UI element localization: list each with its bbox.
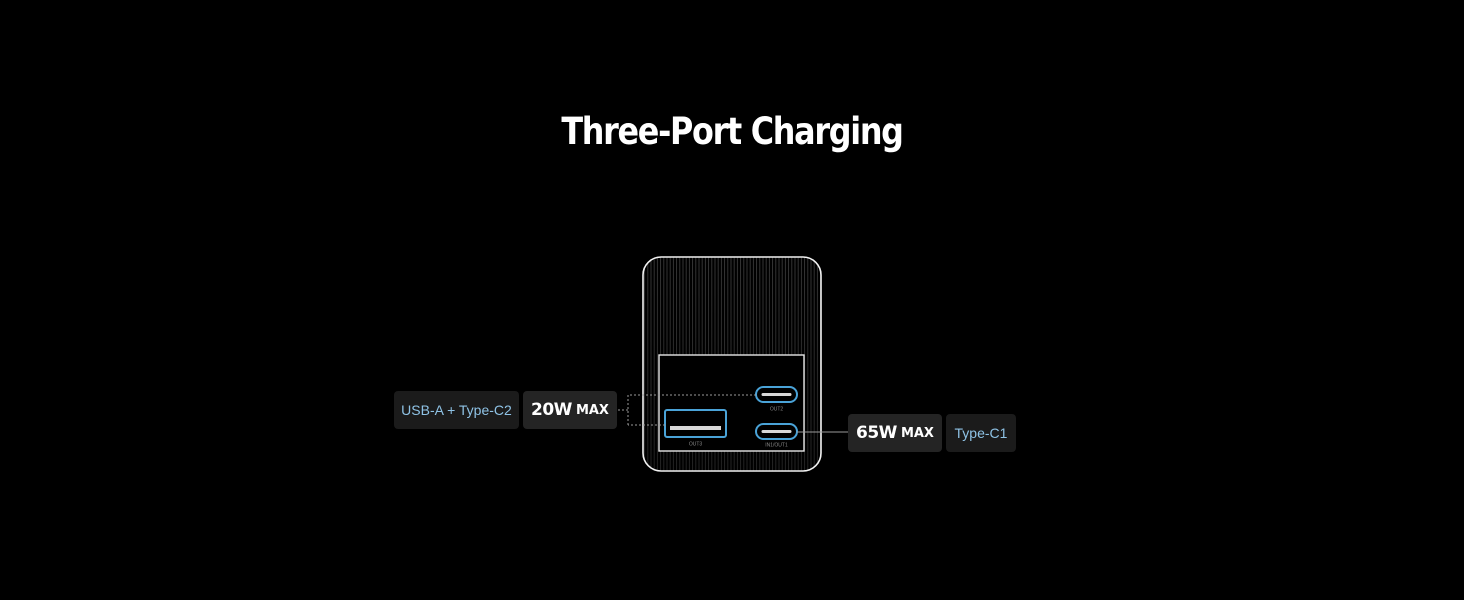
power-value: 65W xyxy=(856,423,897,443)
port-label-out3: OUT3 xyxy=(689,442,703,448)
power-suffix: MAX xyxy=(900,425,934,441)
port-type-tag-typec1: Type-C1 xyxy=(946,414,1016,452)
power-value: 20W xyxy=(531,400,572,420)
left-connector-lines xyxy=(617,394,756,426)
usb-c-port-in1-out1 xyxy=(755,423,798,440)
power-suffix: MAX xyxy=(575,402,609,418)
port-type-label: Type-C1 xyxy=(954,425,1008,441)
port-type-label: USB-A + Type-C2 xyxy=(401,402,512,418)
usb-a-port-out3 xyxy=(664,409,727,438)
usb-c-port-out2 xyxy=(755,386,798,403)
port-label-in1-out1: IN1/OUT1 xyxy=(765,443,788,449)
port-type-tag-usba-typec2: USB-A + Type-C2 xyxy=(394,391,519,429)
page-title: Three-Port Charging xyxy=(561,110,904,153)
port-label-out2: OUT2 xyxy=(770,407,784,413)
